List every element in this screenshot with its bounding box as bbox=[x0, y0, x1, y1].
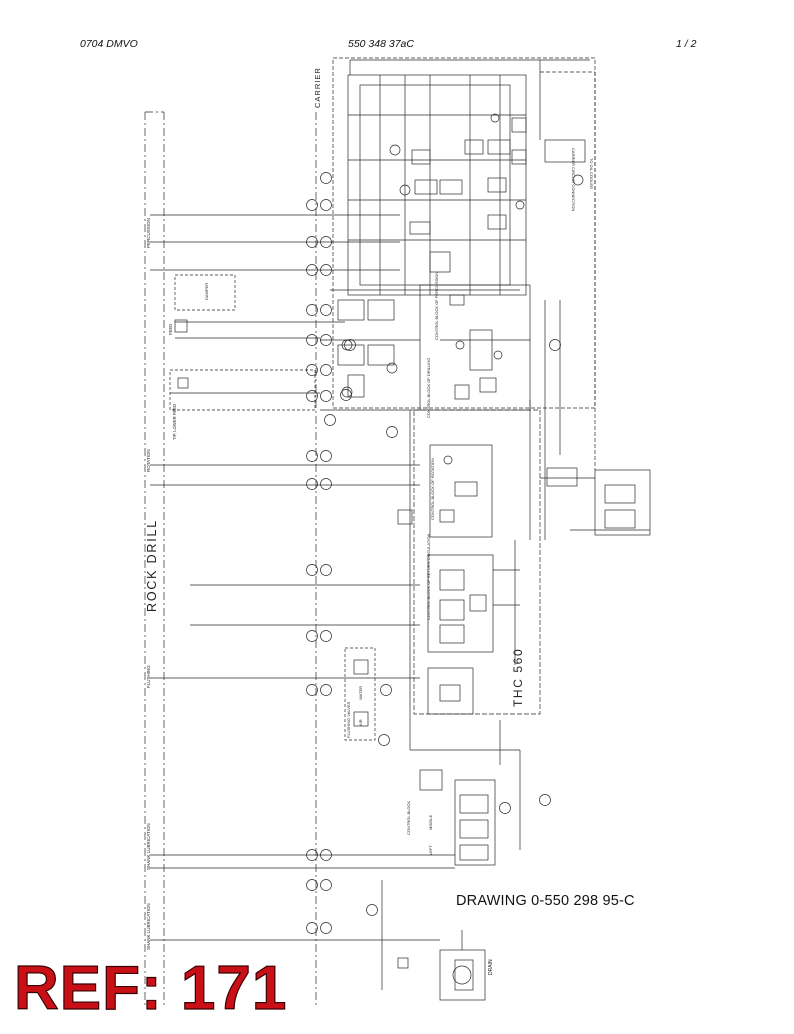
feed-valves bbox=[169, 274, 398, 411]
flushing-valves-label: FLUSHING VALVES bbox=[346, 701, 351, 738]
rotation-control-block bbox=[397, 444, 493, 538]
carrier-circuit-label: CARRIER CIRCUIT CONNECTION bbox=[571, 148, 576, 211]
connection-lines bbox=[150, 214, 455, 941]
shank-lubrication-label-2: SHANK LUBRICATION bbox=[146, 903, 151, 950]
main-control-block-label: CONTROL BLOCK bbox=[406, 801, 411, 835]
part-number: 550 348 37aC bbox=[348, 38, 414, 50]
shank-lubrication-label: SHANK LUBRICATION bbox=[146, 823, 151, 870]
drain-assembly bbox=[397, 930, 486, 1001]
carrier-frame bbox=[332, 57, 596, 470]
control-block-drilling-label: CONTROL BLOCK OF DRILLING bbox=[426, 358, 431, 418]
damper-label: DAMPER bbox=[204, 283, 209, 300]
percussion-label: PERCUSSION bbox=[146, 218, 151, 248]
rock-drill-boundary bbox=[144, 111, 317, 1005]
flushing-valves-block bbox=[344, 647, 474, 741]
control-block-rotation-label: CONTROL BLOCK OF ROTATION bbox=[430, 458, 435, 520]
flushing-label: FLUSHING bbox=[146, 665, 151, 688]
main-control-block bbox=[419, 769, 496, 866]
air-label: AIR bbox=[358, 719, 363, 726]
rock-drill-label: ROCK DRILL bbox=[145, 519, 159, 612]
tip-lower-feed-label: TIP, LOWER FEED bbox=[172, 404, 177, 440]
middle-label: MIDDLE bbox=[428, 815, 433, 830]
control-block-return-label: CONTROL BLOCK OF RETURN CIRCULATION bbox=[426, 533, 431, 620]
page-number: 1 / 2 bbox=[676, 38, 697, 50]
rotation-label: ROTATION bbox=[146, 449, 151, 472]
top-valve-network bbox=[347, 74, 527, 296]
document-code: 0704 DMVO bbox=[80, 38, 138, 50]
to-oil-cooler-label: TO OIL COOLER bbox=[589, 158, 594, 189]
reference-circles bbox=[306, 172, 561, 934]
trunk-lines bbox=[349, 59, 590, 990]
control-block-percussion-label: CONTROL BLOCK OF PERCUSSION bbox=[434, 272, 439, 340]
carrier-label: CARRIER bbox=[313, 67, 322, 108]
drilling-control-block bbox=[320, 284, 531, 411]
ref-stamp: REF: 171 bbox=[13, 954, 288, 1023]
drawing-number: DRAWING 0-550 298 95-C bbox=[456, 893, 635, 909]
return-circulation-block bbox=[427, 554, 520, 653]
right-components bbox=[540, 139, 651, 536]
left-label: LEFT bbox=[428, 845, 433, 855]
drain-label: DRAIN bbox=[488, 959, 494, 975]
feed-label: FEED bbox=[168, 324, 173, 335]
thc-560-label: THC 560 bbox=[511, 648, 525, 707]
water-label: WATER bbox=[358, 686, 363, 700]
